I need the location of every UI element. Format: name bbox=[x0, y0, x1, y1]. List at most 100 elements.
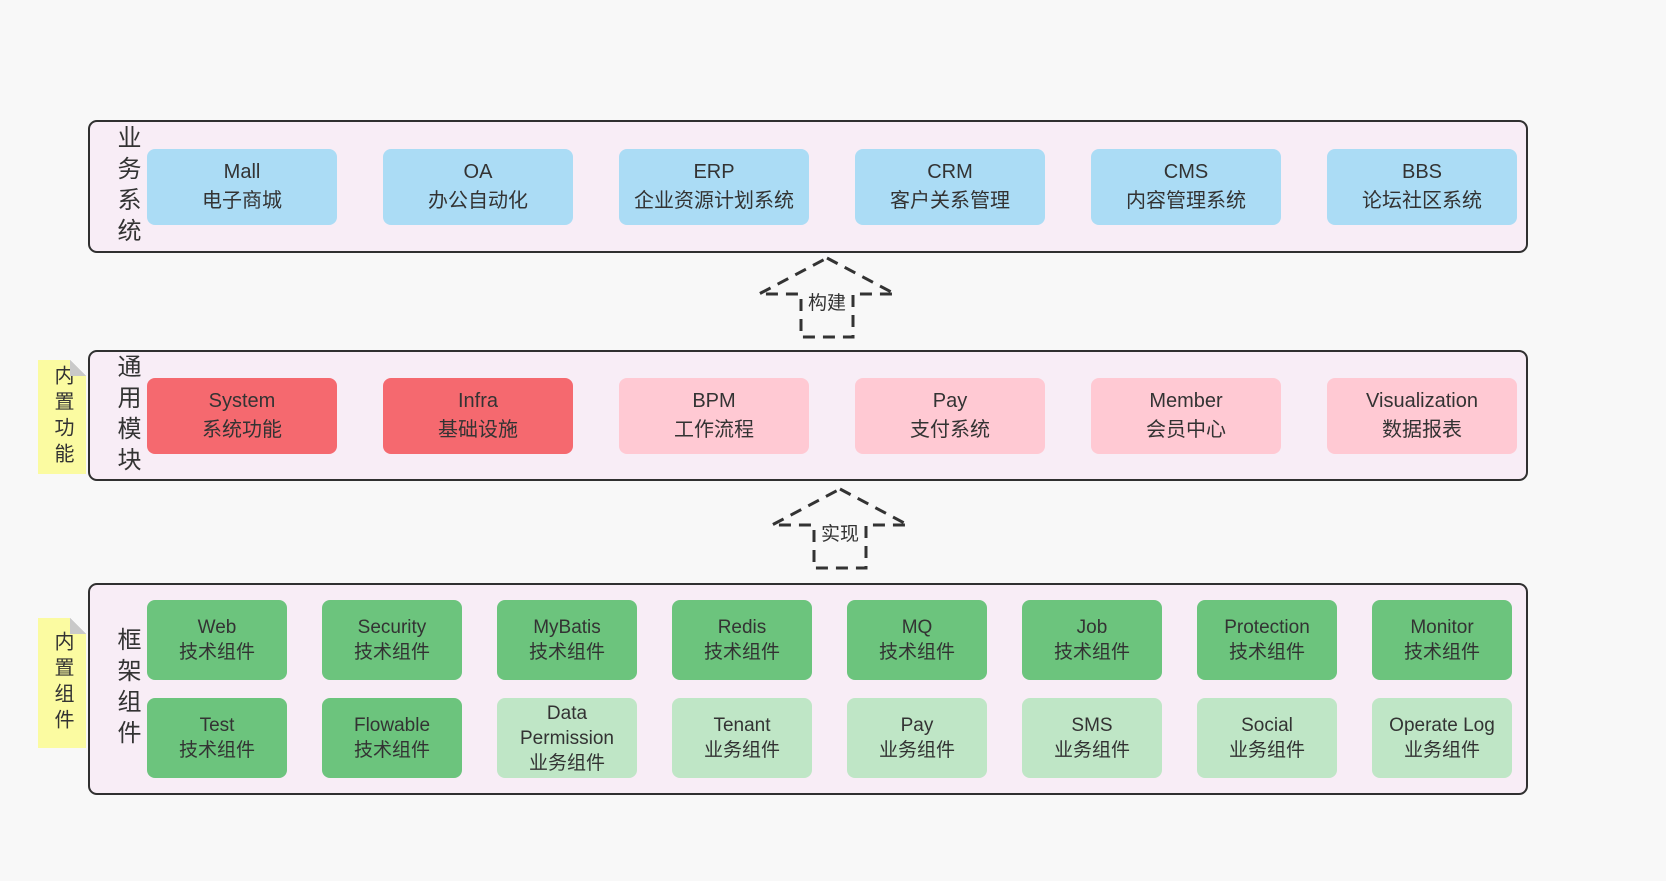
box-subtitle: 业务组件 bbox=[703, 740, 780, 761]
box-title: MQ bbox=[901, 617, 933, 638]
box-subtitle: 业务组件 bbox=[1403, 740, 1480, 761]
box-subtitle: 数据报表 bbox=[1382, 418, 1462, 441]
box-title: SMS bbox=[1071, 715, 1113, 736]
sticky-label: 内置功能 bbox=[51, 365, 73, 469]
box-title: Flowable bbox=[353, 715, 431, 736]
box-title: BPM bbox=[692, 389, 736, 412]
box-tenant: Tenant 业务组件 bbox=[672, 698, 812, 778]
box-member: Member 会员中心 bbox=[1091, 377, 1281, 454]
box-test: Test 技术组件 bbox=[147, 698, 287, 778]
box-title: Web bbox=[197, 617, 237, 638]
box-title: MyBatis bbox=[533, 617, 601, 638]
box-flowable: Flowable 技术组件 bbox=[322, 698, 462, 778]
box-subtitle: 业务组件 bbox=[1228, 740, 1305, 761]
dashed-arrow-up-icon bbox=[771, 487, 909, 570]
box-pay: Pay 支付系统 bbox=[855, 377, 1045, 454]
box-subtitle: 论坛社区系统 bbox=[1362, 189, 1482, 212]
folded-corner-icon bbox=[70, 618, 86, 634]
module-boxes: System 系统功能 Infra 基础设施 BPM 工作流程 Pay 支付系统… bbox=[147, 377, 1517, 454]
box-visualization: Visualization 数据报表 bbox=[1327, 377, 1517, 454]
arrow-implement: 实现 bbox=[770, 487, 910, 571]
box-cms: CMS 内容管理系统 bbox=[1091, 148, 1281, 225]
box-title: Member bbox=[1149, 389, 1223, 412]
box-web: Web 技术组件 bbox=[147, 600, 287, 680]
band-framework-components: 框架组件 Web 技术组件 Security 技术组件 MyBatis 技术组件… bbox=[88, 583, 1528, 795]
box-title: BBS bbox=[1401, 160, 1443, 183]
box-subtitle: 内容管理系统 bbox=[1126, 189, 1246, 212]
box-title: Data Permission bbox=[520, 702, 614, 749]
band-label-business: 业务系统 bbox=[113, 124, 140, 249]
box-subtitle: 会员中心 bbox=[1146, 418, 1226, 441]
box-subtitle: 技术组件 bbox=[353, 740, 430, 761]
box-title: Pay bbox=[900, 715, 934, 736]
box-data-permission: Data Permission 业务组件 bbox=[497, 698, 637, 778]
band-common-modules: 通用模块 System 系统功能 Infra 基础设施 BPM 工作流程 Pay… bbox=[88, 350, 1528, 481]
box-mall: Mall 电子商城 bbox=[147, 148, 337, 225]
box-subtitle: 业务组件 bbox=[1053, 740, 1130, 761]
dashed-arrow-up-icon bbox=[758, 256, 896, 339]
business-boxes: Mall 电子商城 OA 办公自动化 ERP 企业资源计划系统 CRM 客户关系… bbox=[147, 148, 1517, 225]
box-protection: Protection 技术组件 bbox=[1197, 600, 1337, 680]
box-subtitle: 办公自动化 bbox=[428, 189, 528, 212]
box-title: Job bbox=[1076, 617, 1108, 638]
box-subtitle: 支付系统 bbox=[910, 418, 990, 441]
box-bbs: BBS 论坛社区系统 bbox=[1327, 148, 1517, 225]
box-infra: Infra 基础设施 bbox=[383, 377, 573, 454]
box-title: Test bbox=[199, 715, 235, 736]
box-subtitle: 技术组件 bbox=[1403, 642, 1480, 663]
box-subtitle: 业务组件 bbox=[878, 740, 955, 761]
box-subtitle: 技术组件 bbox=[178, 740, 255, 761]
box-title: Security bbox=[357, 617, 427, 638]
box-subtitle: 工作流程 bbox=[674, 418, 754, 441]
sticky-label: 内置组件 bbox=[51, 631, 73, 735]
sticky-built-in-components: 内置组件 bbox=[38, 618, 86, 748]
box-title: Visualization bbox=[1366, 389, 1478, 412]
box-operate-log: Operate Log 业务组件 bbox=[1372, 698, 1512, 778]
box-security: Security 技术组件 bbox=[322, 600, 462, 680]
box-subtitle: 系统功能 bbox=[202, 418, 282, 441]
box-subtitle: 技术组件 bbox=[353, 642, 430, 663]
box-subtitle: 客户关系管理 bbox=[890, 189, 1010, 212]
box-title: Redis bbox=[717, 617, 767, 638]
box-title: System bbox=[208, 389, 276, 412]
box-social: Social 业务组件 bbox=[1197, 698, 1337, 778]
band-label-modules: 通用模块 bbox=[113, 353, 140, 478]
band-label-components: 框架组件 bbox=[113, 627, 140, 751]
box-subtitle: 技术组件 bbox=[1228, 642, 1305, 663]
box-subtitle: 技术组件 bbox=[703, 642, 780, 663]
box-monitor: Monitor 技术组件 bbox=[1372, 600, 1512, 680]
box-subtitle: 电子商城 bbox=[202, 189, 282, 212]
arrow-build-label: 构建 bbox=[804, 292, 850, 316]
component-row-2: Test 技术组件 Flowable 技术组件 Data Permission … bbox=[147, 698, 1512, 778]
box-title: CMS bbox=[1163, 160, 1209, 183]
box-system: System 系统功能 bbox=[147, 377, 337, 454]
box-title: Infra bbox=[457, 389, 499, 412]
box-pay-component: Pay 业务组件 bbox=[847, 698, 987, 778]
arrow-build: 构建 bbox=[757, 256, 897, 340]
box-title: ERP bbox=[693, 160, 735, 183]
box-title: Operate Log bbox=[1389, 715, 1495, 736]
box-title: Protection bbox=[1224, 617, 1310, 638]
component-row-1: Web 技术组件 Security 技术组件 MyBatis 技术组件 Redi… bbox=[147, 600, 1512, 680]
box-title: Tenant bbox=[713, 715, 771, 736]
box-subtitle: 技术组件 bbox=[878, 642, 955, 663]
box-title: CRM bbox=[927, 160, 973, 183]
box-sms: SMS 业务组件 bbox=[1022, 698, 1162, 778]
folded-corner-icon bbox=[70, 360, 86, 376]
box-crm: CRM 客户关系管理 bbox=[855, 148, 1045, 225]
component-rows: Web 技术组件 Security 技术组件 MyBatis 技术组件 Redi… bbox=[147, 600, 1512, 778]
box-redis: Redis 技术组件 bbox=[672, 600, 812, 680]
arrow-implement-label: 实现 bbox=[817, 523, 863, 547]
box-subtitle: 技术组件 bbox=[178, 642, 255, 663]
box-title: Mall bbox=[223, 160, 261, 183]
box-title: OA bbox=[463, 160, 493, 183]
box-title: Pay bbox=[932, 389, 968, 412]
band-business-systems: 业务系统 Mall 电子商城 OA 办公自动化 ERP 企业资源计划系统 CRM… bbox=[88, 120, 1528, 253]
box-mybatis: MyBatis 技术组件 bbox=[497, 600, 637, 680]
box-subtitle: 业务组件 bbox=[528, 752, 605, 774]
box-subtitle: 企业资源计划系统 bbox=[634, 189, 794, 212]
box-title: Monitor bbox=[1410, 617, 1474, 638]
box-bpm: BPM 工作流程 bbox=[619, 377, 809, 454]
box-oa: OA 办公自动化 bbox=[383, 148, 573, 225]
